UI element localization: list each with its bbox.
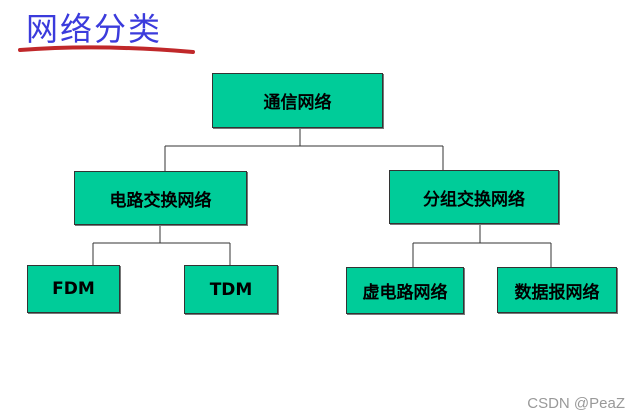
title-underline	[18, 45, 195, 54]
node-virtual-circuit: 虚电路网络	[346, 267, 464, 314]
watermark: CSDN @PeaZ	[527, 395, 625, 412]
node-circuit-switching: 电路交换网络	[74, 171, 247, 225]
root-connector	[164, 128, 444, 171]
page-title: 网络分类	[26, 10, 163, 48]
node-fdm: FDM	[27, 265, 120, 313]
node-packet-switching: 分组交换网络	[389, 170, 559, 224]
packet-connector	[412, 224, 552, 267]
node-communication-network: 通信网络	[212, 73, 383, 128]
circuit-connector	[92, 225, 231, 265]
node-datagram: 数据报网络	[497, 267, 617, 313]
node-tdm: TDM	[184, 265, 278, 314]
